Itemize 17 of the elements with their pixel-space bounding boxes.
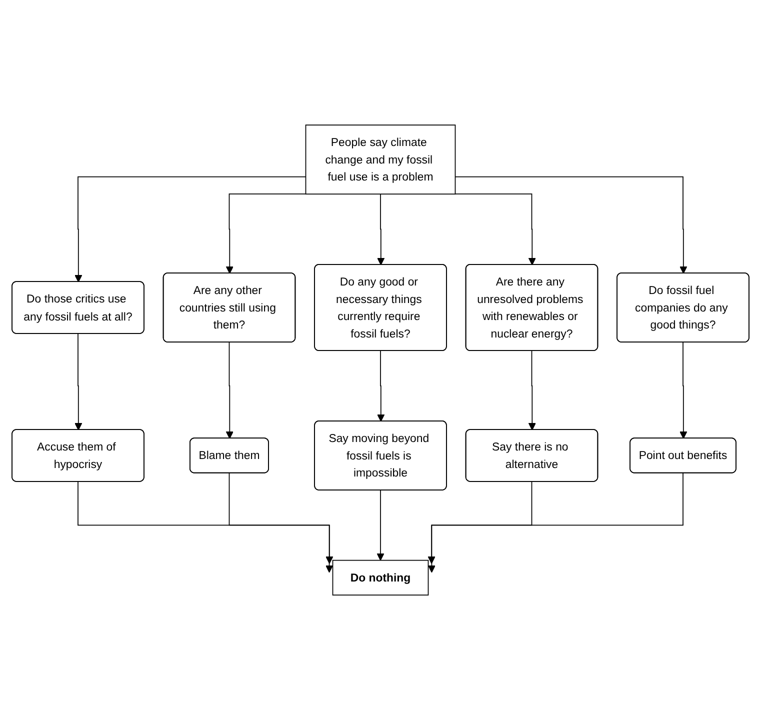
arrow	[226, 194, 306, 274]
arrow	[454, 194, 536, 266]
arrow	[528, 351, 536, 431]
arrow	[428, 482, 533, 564]
arrow	[78, 482, 334, 574]
node-box: People say climate change and my fossil fuel use is a problem	[305, 125, 456, 195]
arrow	[680, 342, 688, 440]
arrow	[454, 176, 688, 274]
arrow	[377, 194, 385, 266]
node-box: Do nothing	[332, 560, 429, 596]
arrow	[377, 351, 385, 422]
arrow	[376, 490, 384, 562]
arrow	[226, 342, 234, 440]
arrow	[228, 473, 334, 564]
arrow	[74, 176, 306, 283]
arrow	[74, 334, 82, 431]
arrow	[428, 473, 684, 574]
